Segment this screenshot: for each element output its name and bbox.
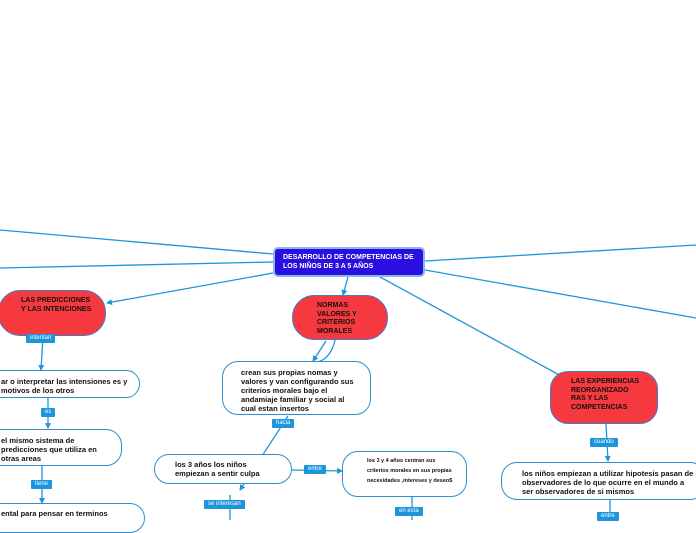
tag-se-interesan[interactable]: se interesan [204, 500, 245, 509]
connector-root-experiencias [379, 276, 564, 378]
tag-entre[interactable]: entre [304, 465, 326, 474]
topic-normas-label: NORMAS VALORES Y CRITERIOS MORALES [317, 302, 357, 335]
node-mismo-sistema-label: el mismo sistema de predicciones que uti… [1, 436, 97, 463]
node-interpretar-label: ar o interpretar las intensiones es y mo… [1, 377, 128, 395]
tag-cuando[interactable]: cuando [590, 438, 618, 447]
root-topic-label: DESARROLLO DE COMPETENCIAS DE LOS NIÑOS … [283, 254, 414, 270]
connector-normas-propias-2 [312, 340, 327, 362]
topic-experiencias[interactable]: LAS EXPERIENCIAS REORGANIZADO RAS Y LAS … [550, 371, 658, 424]
node-culpa-label: los 3 años los niños empiezan a sentir c… [175, 460, 260, 478]
node-criterios-propios-label: los 3 y 4 años centran sus criterios mor… [367, 458, 453, 484]
node-mental[interactable]: ental para pensar en terminos [0, 503, 145, 533]
connector-normas-propias [317, 339, 336, 363]
connector-root-normas [341, 276, 349, 296]
node-mental-label: ental para pensar en terminos [1, 509, 108, 518]
topic-experiencias-label: LAS EXPERIENCIAS REORGANIZADO RAS Y LAS … [571, 378, 640, 411]
node-culpa[interactable]: los 3 años los niños empiezan a sentir c… [154, 454, 292, 484]
node-criterios-propios[interactable]: los 3 y 4 años centran sus criterios mor… [342, 451, 467, 497]
node-propias-normas[interactable]: crean sus propias nomas y valores y van … [222, 361, 371, 415]
tag-hacia[interactable]: hacia [272, 419, 295, 428]
tag-tiene[interactable]: tiene [31, 480, 53, 489]
connector-root-right-lower [424, 269, 696, 319]
node-hipotesis[interactable]: los niños empiezan a utilizar hipotesis … [501, 462, 696, 500]
tag-entre-2[interactable]: entre [597, 512, 619, 521]
connector-root-right-upper [424, 244, 696, 262]
root-topic[interactable]: DESARROLLO DE COMPETENCIAS DE LOS NIÑOS … [273, 247, 425, 277]
tag-intentan[interactable]: intentan [26, 334, 56, 343]
node-hipotesis-label: los niños empiezan a utilizar hipotesis … [522, 469, 694, 496]
connector-root-left-upper [0, 229, 274, 255]
tag-en-esta[interactable]: en esta [395, 507, 423, 516]
connector-root-left-lower [0, 261, 274, 269]
tag-es[interactable]: es [41, 408, 56, 417]
connector-root-predicciones [106, 272, 274, 306]
node-mismo-sistema[interactable]: el mismo sistema de predicciones que uti… [0, 429, 122, 466]
node-propias-normas-label: crean sus propias nomas y valores y van … [241, 368, 354, 413]
topic-predicciones[interactable]: LAS PREDICCIONES Y LAS INTENCIONES [0, 290, 106, 336]
topic-normas[interactable]: NORMAS VALORES Y CRITERIOS MORALES [292, 295, 388, 340]
topic-predicciones-label: LAS PREDICCIONES Y LAS INTENCIONES [21, 297, 92, 313]
node-interpretar[interactable]: ar o interpretar las intensiones es y mo… [0, 370, 140, 398]
